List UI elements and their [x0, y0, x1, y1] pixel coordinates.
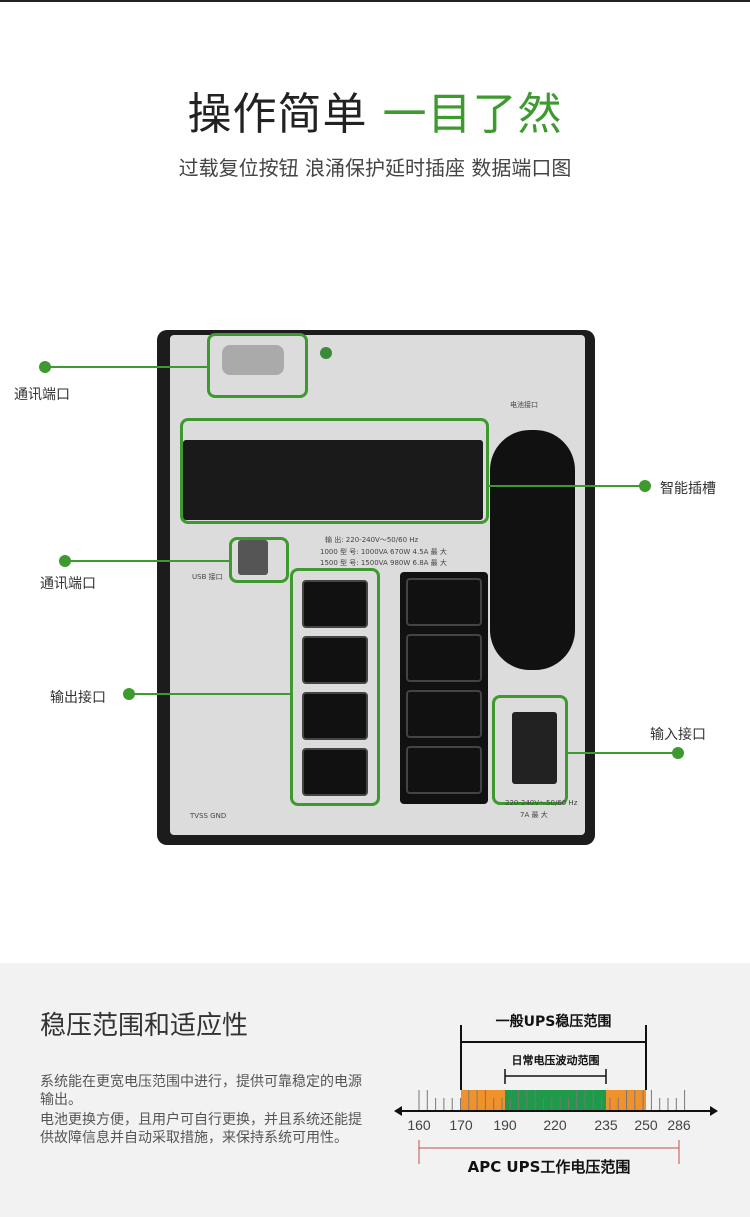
output-outlet — [302, 580, 368, 628]
callout-line — [65, 560, 231, 562]
callout-line — [489, 485, 644, 487]
callout-line — [45, 366, 210, 368]
output-outlet — [302, 692, 368, 740]
output-outlet — [302, 748, 368, 796]
orange-band — [461, 1090, 505, 1111]
callout-line — [566, 752, 678, 754]
model-spec-1: 1000 型 号: 1000VA 670W 4.5A 最 大 — [320, 548, 447, 556]
callout-dot — [639, 480, 651, 492]
page-title: 操作简单 一目了然 — [187, 89, 563, 140]
battery-connector — [490, 430, 575, 670]
tvss-label: TVSS GND — [190, 812, 227, 820]
daily-range-label: 日常电压波动范围 — [512, 1053, 600, 1067]
output-outlet — [406, 746, 482, 794]
tick-label: 190 — [493, 1117, 517, 1133]
smart-slot-cover — [183, 440, 483, 520]
output-outlet — [406, 690, 482, 738]
top-border — [0, 0, 750, 2]
output-outlet — [302, 636, 368, 684]
battery-label: 电池接口 — [510, 401, 538, 409]
callout-dot — [672, 747, 684, 759]
callout-comm-port-2: 通讯端口 — [40, 576, 96, 592]
page-subtitle: 过载复位按钮 浪涌保护延时插座 数据端口图 — [178, 156, 572, 180]
green-band — [505, 1090, 606, 1111]
callout-input: 输入接口 — [650, 727, 706, 743]
tick-label: 286 — [667, 1117, 691, 1133]
callout-line — [129, 693, 292, 695]
input-socket — [512, 712, 557, 784]
led-indicator — [320, 347, 332, 359]
tick-label: 250 — [634, 1117, 658, 1133]
apc-range-label: APC UPS工作电压范围 — [468, 1158, 631, 1176]
input-amp: 7A 最 大 — [520, 811, 548, 819]
comm-port-highlight — [207, 333, 308, 398]
section-paragraph-2: 电池更换方便，且用户可自行更换，并且系统还能提供故障信息并自动采取措施，来保持系… — [40, 1112, 362, 1146]
tick-label: 220 — [543, 1117, 567, 1133]
section-title: 稳压范围和适应性 — [40, 1011, 249, 1041]
tick-label: 160 — [407, 1117, 431, 1133]
smart-slot-highlight — [180, 418, 489, 524]
model-spec-2: 1500 型 号: 1500VA 980W 6.8A 最 大 — [320, 559, 447, 567]
tick-label: 170 — [449, 1117, 473, 1133]
usb-port — [238, 540, 268, 575]
tick-label: 235 — [594, 1117, 618, 1133]
serial-port — [222, 345, 284, 375]
section-paragraph-1: 系统能在更宽电压范围中进行，提供可靠稳定的电源输出。 — [40, 1074, 362, 1108]
general-range-label: 一般UPS稳压范围 — [496, 1013, 612, 1030]
axis-arrow-right — [710, 1106, 718, 1116]
usb-label: USB 接口 — [192, 573, 223, 581]
axis-arrow-left — [394, 1106, 402, 1116]
output-spec: 输 出: 220-240V～50/60 Hz — [325, 536, 419, 544]
input-rating: 220-240V～50/60 Hz — [505, 799, 578, 807]
output-outlet — [406, 578, 482, 626]
callout-output: 输出接口 — [50, 690, 106, 706]
callout-comm-port-1: 通讯端口 — [14, 387, 70, 403]
callout-smart-slot: 智能插槽 — [660, 481, 716, 497]
output-outlet — [406, 634, 482, 682]
input-highlight — [492, 695, 568, 805]
output-highlight — [290, 568, 380, 806]
usb-highlight — [229, 537, 289, 583]
